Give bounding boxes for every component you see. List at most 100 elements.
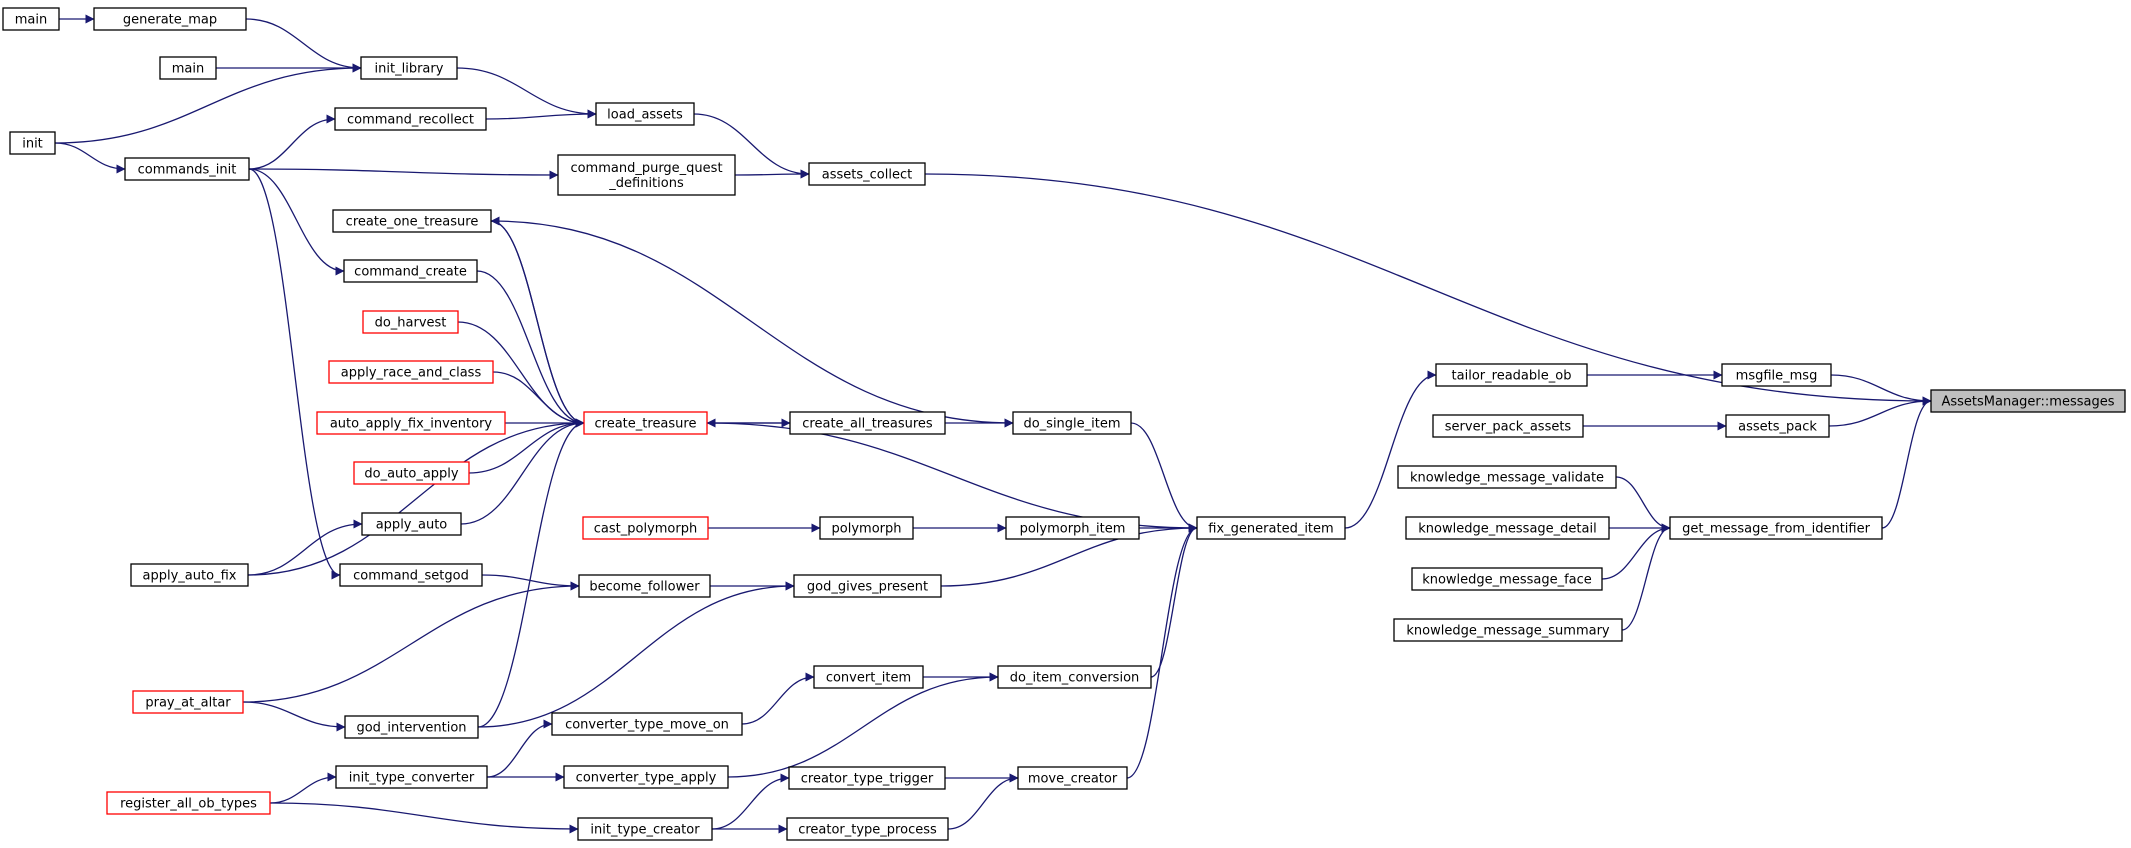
- node-label: creator_type_trigger: [801, 772, 934, 787]
- node-move-creator[interactable]: move_creator: [1017, 766, 1128, 790]
- node-init-type-converter[interactable]: init_type_converter: [335, 765, 488, 789]
- node-become-follower[interactable]: become_follower: [578, 574, 711, 598]
- node-main1[interactable]: main: [2, 7, 60, 31]
- node-label: apply_auto: [376, 518, 448, 533]
- node-label: create_one_treasure: [346, 215, 479, 230]
- node-box: [1397, 465, 1617, 489]
- node-god-gives-present[interactable]: god_gives_present: [793, 574, 942, 598]
- node-box: [353, 461, 470, 485]
- node-box: [332, 209, 492, 233]
- node-init-type-creator[interactable]: init_type_creator: [577, 817, 713, 841]
- node-do-auto-apply[interactable]: do_auto_apply: [353, 461, 470, 485]
- node-server-pack-assets[interactable]: server_pack_assets: [1432, 414, 1584, 438]
- node-converter-type-apply[interactable]: converter_type_apply: [563, 765, 729, 789]
- node-cast-polymorph[interactable]: cast_polymorph: [582, 516, 709, 540]
- node-box: [1393, 618, 1623, 642]
- node-label: knowledge_message_detail: [1418, 522, 1596, 537]
- node-generate-map[interactable]: generate_map: [93, 7, 247, 31]
- node-box: [1432, 414, 1584, 438]
- node-label: knowledge_message_validate: [1410, 471, 1604, 486]
- edge-command-create-to-create-treasure: [476, 270, 585, 428]
- edge-apply-auto-fix-to-create-treasure: [247, 418, 585, 576]
- node-label: command_purge_quest: [570, 161, 722, 176]
- node-knowledge-message-validate[interactable]: knowledge_message_validate: [1397, 465, 1617, 489]
- edges-layer: [54, 14, 1932, 834]
- node-assets-pack[interactable]: assets_pack: [1725, 414, 1830, 438]
- node-pray-at-altar[interactable]: pray_at_altar: [132, 690, 244, 714]
- node-init[interactable]: init: [9, 131, 56, 155]
- node-box: [595, 102, 695, 126]
- node-label: register_all_ob_types: [120, 797, 257, 812]
- node-knowledge-message-face[interactable]: knowledge_message_face: [1411, 567, 1603, 591]
- edge: [1150, 523, 1198, 678]
- edge: [492, 371, 585, 428]
- node-main2[interactable]: main: [159, 56, 217, 80]
- node-assets-collect[interactable]: assets_collect: [808, 162, 926, 186]
- node-command-recollect[interactable]: command_recollect: [334, 107, 487, 131]
- node-create-treasure[interactable]: create_treasure: [583, 411, 708, 435]
- edge: [1621, 523, 1671, 631]
- edge: [468, 418, 585, 474]
- node-box: [583, 411, 708, 435]
- node-assetsmanager-messages[interactable]: AssetsManager::messages: [1930, 389, 2126, 413]
- node-register-all-ob-types[interactable]: register_all_ob_types: [106, 791, 271, 815]
- node-apply-race-and-class[interactable]: apply_race_and_class: [328, 360, 494, 384]
- node-command-purge-quest-definitions[interactable]: command_purge_quest_definitions: [557, 154, 736, 196]
- node-label: tailor_readable_ob: [1452, 369, 1572, 384]
- node-polymorph[interactable]: polymorph: [819, 516, 914, 540]
- node-god-intervention[interactable]: god_intervention: [344, 715, 479, 739]
- node-convert-item[interactable]: convert_item: [813, 665, 924, 689]
- node-apply-auto[interactable]: apply_auto: [361, 512, 462, 536]
- node-command-setgod[interactable]: command_setgod: [339, 563, 483, 587]
- node-polymorph-item[interactable]: polymorph_item: [1005, 516, 1140, 540]
- node-label: init_library: [375, 62, 444, 77]
- node-converter-type-move-on[interactable]: converter_type_move_on: [551, 712, 743, 736]
- edge-register-all-ob-types-to-init-type-converter: [269, 772, 337, 804]
- edge-create-one-treasure-to-do-single-item: [490, 220, 1014, 428]
- edge: [1344, 370, 1437, 529]
- node-label: apply_auto_fix: [143, 569, 237, 584]
- node-tailor-readable-ob[interactable]: tailor_readable_ob: [1435, 363, 1588, 387]
- node-command-create[interactable]: command_create: [343, 259, 478, 283]
- node-create-all-treasures[interactable]: create_all_treasures: [789, 411, 946, 435]
- node-get-message-from-identifier[interactable]: get_message_from_identifier: [1669, 516, 1883, 540]
- node-apply-auto-fix[interactable]: apply_auto_fix: [130, 563, 249, 587]
- edge-command-purge-quest-definitions-to-assets-collect: [734, 169, 810, 179]
- node-label: AssetsManager::messages: [1941, 395, 2114, 410]
- edge-fix-generated-item-to-tailor-readable-ob: [1344, 370, 1437, 529]
- node-auto-apply-fix-inventory[interactable]: auto_apply_fix_inventory: [316, 411, 506, 435]
- node-box: [362, 310, 459, 334]
- node-label: init_type_creator: [590, 823, 700, 838]
- node-knowledge-message-summary[interactable]: knowledge_message_summary: [1393, 618, 1623, 642]
- node-label: _definitions: [608, 176, 684, 191]
- node-create-one-treasure[interactable]: create_one_treasure: [332, 209, 492, 233]
- edge-knowledge-message-validate-to-get-message-from-identifier: [1615, 476, 1671, 533]
- node-label: pray_at_altar: [145, 696, 231, 711]
- edge: [456, 67, 597, 119]
- node-fix-generated-item[interactable]: fix_generated_item: [1196, 516, 1346, 540]
- node-do-item-conversion[interactable]: do_item_conversion: [997, 665, 1152, 689]
- node-box: [1012, 411, 1132, 435]
- node-box: [808, 162, 926, 186]
- edge: [269, 802, 579, 834]
- node-creator-type-trigger[interactable]: creator_type_trigger: [788, 766, 946, 790]
- node-box: [997, 665, 1152, 689]
- edge-get-message-from-identifier-to-assetsmanager-messages: [1881, 396, 1932, 529]
- edge: [477, 581, 795, 728]
- node-do-harvest[interactable]: do_harvest: [362, 310, 459, 334]
- node-label: command_recollect: [347, 113, 474, 128]
- edge: [1881, 396, 1932, 529]
- node-label: command_create: [354, 265, 467, 280]
- node-creator-type-process[interactable]: creator_type_process: [786, 817, 949, 841]
- node-do-single-item[interactable]: do_single_item: [1012, 411, 1132, 435]
- node-label: create_all_treasures: [802, 417, 933, 432]
- node-msgfile-msg[interactable]: msgfile_msg: [1721, 363, 1832, 387]
- node-load-assets[interactable]: load_assets: [595, 102, 695, 126]
- edge: [247, 418, 585, 576]
- node-init-library[interactable]: init_library: [360, 56, 458, 80]
- node-box: [9, 131, 56, 155]
- node-label: creator_type_process: [798, 823, 937, 838]
- node-commands-init[interactable]: commands_init: [124, 157, 250, 181]
- node-knowledge-message-detail[interactable]: knowledge_message_detail: [1405, 516, 1610, 540]
